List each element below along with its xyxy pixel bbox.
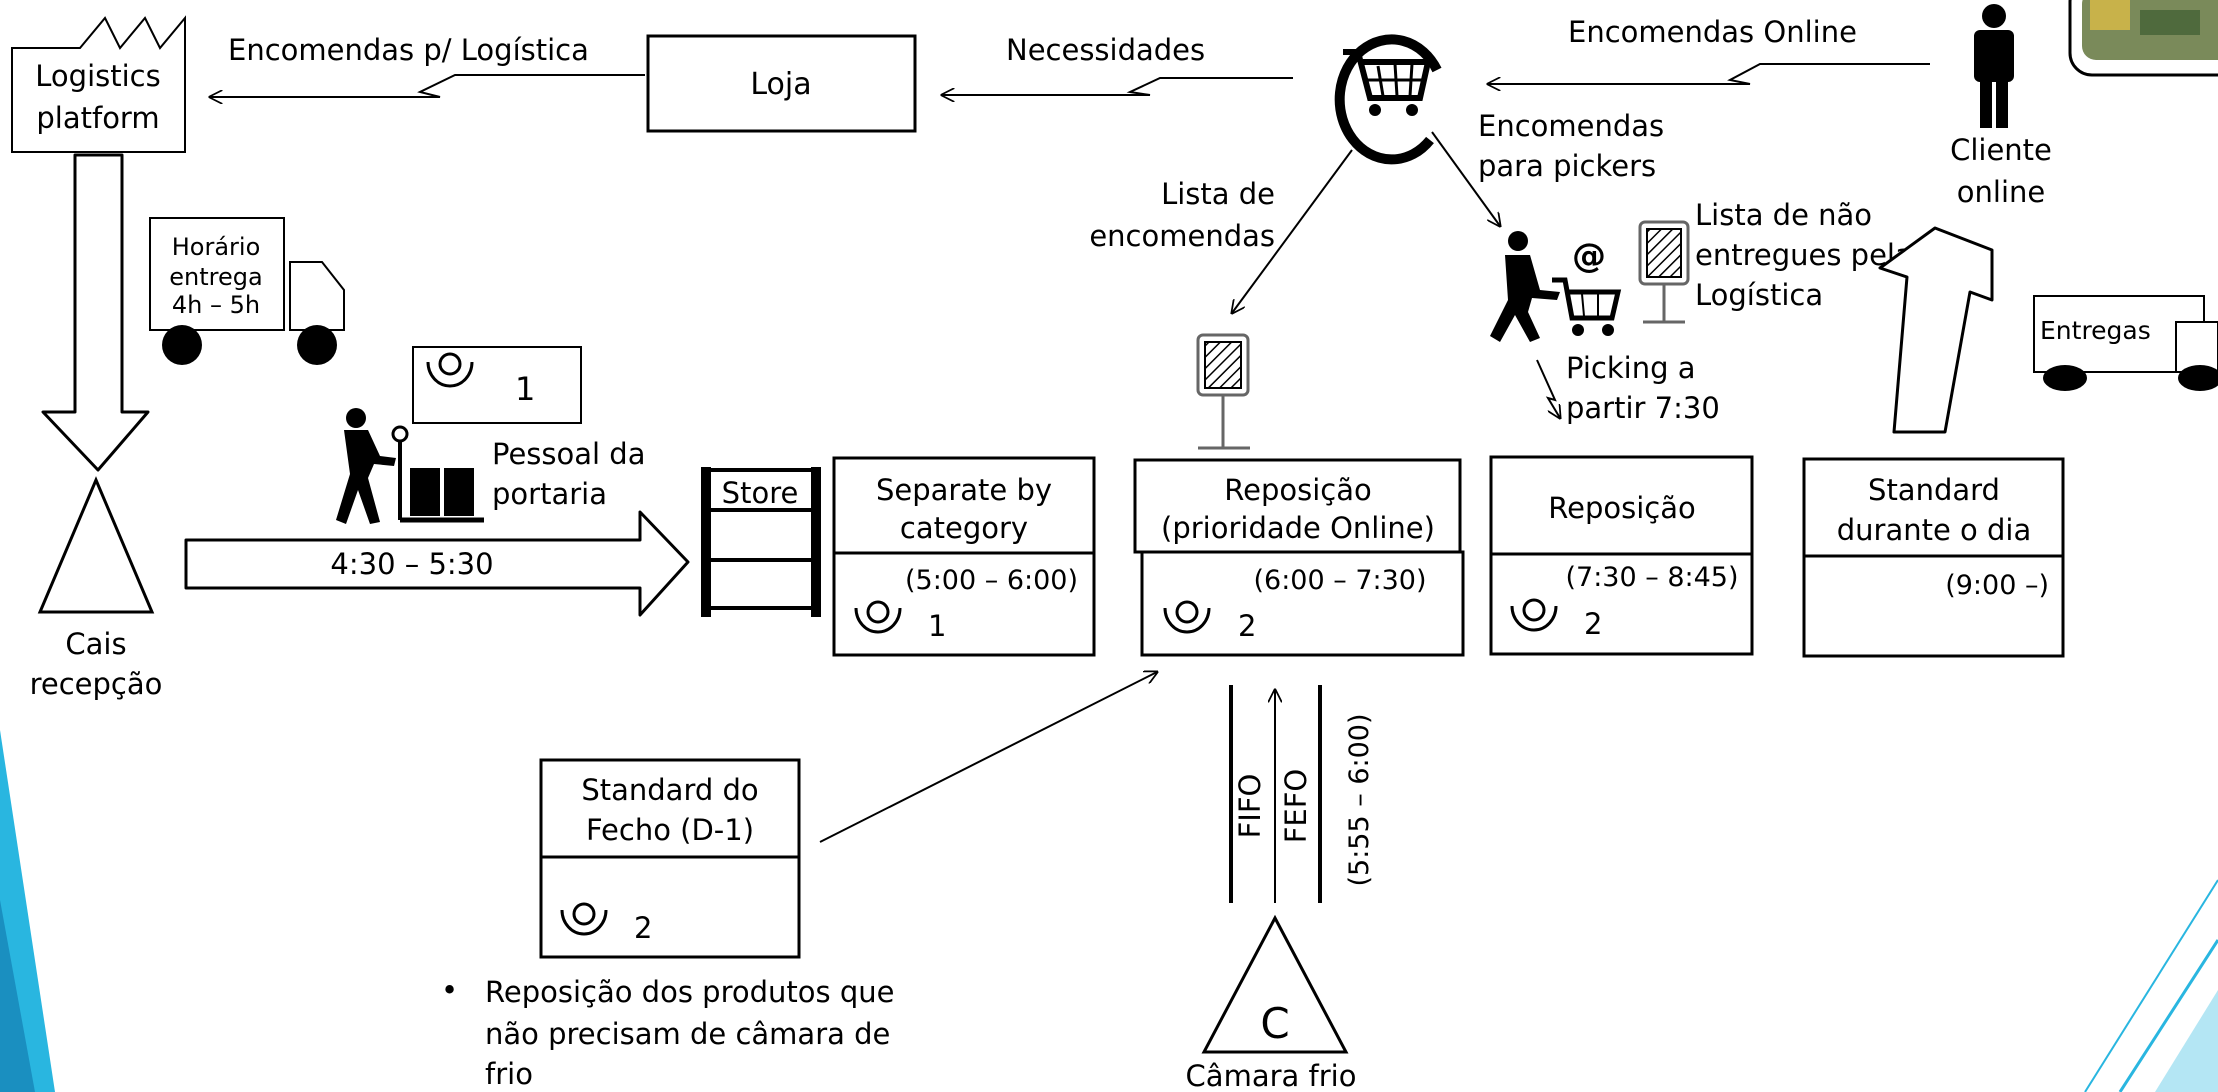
loja-label: Loja [750, 67, 811, 102]
fefo-label: FEFO [1279, 769, 1313, 844]
horario-label-2: entrega [169, 263, 262, 291]
separate-operators: 1 [928, 609, 946, 643]
truck-icon-entregas [2033, 295, 2218, 391]
camara-frio-triangle [1201, 914, 1349, 1054]
arrow-lista-encomendas [1232, 149, 1353, 313]
horario-label-3: 4h – 5h [172, 291, 260, 319]
logistics-platform-label: Logistics [35, 59, 160, 93]
operator-box [412, 346, 582, 424]
dock-time-label: 4:30 – 5:30 [330, 547, 493, 581]
loja-box [646, 34, 917, 133]
standard-dia-time: (9:00 –) [1945, 570, 2049, 601]
info-arrow-encomendas-online [1488, 63, 1930, 84]
operator-icon [426, 352, 474, 388]
camara-letter: C [1260, 999, 1289, 1048]
store-shelf-icon [700, 467, 822, 617]
lista-nao-entregues-label: Lista de não [1695, 198, 1872, 232]
encomendas-logistica-label: Encomendas p/ Logística [228, 33, 589, 67]
reposicao-time: (7:30 – 8:45) [1566, 562, 1739, 593]
reposicao-online-title-2: (prioridade Online) [1161, 511, 1435, 545]
cliente-online-label: Cliente [1950, 133, 2052, 167]
info-arrow-encomendas-logistica [210, 74, 645, 97]
pessoal-label: Pessoal da [492, 437, 645, 471]
store-label: Store [722, 476, 799, 510]
bullet-note-line1: Reposição dos produtos que [485, 975, 894, 1009]
shipment-arrow-down [41, 153, 150, 472]
reposicao-online-title: Reposição [1224, 473, 1371, 507]
lista-encomendas-label: Lista de [1161, 177, 1275, 211]
arrow-fecho-to-reposicao [819, 672, 1157, 843]
pessoal-label-2: portaria [492, 477, 607, 511]
cold-time-label: (5:55 – 6:00) [1344, 714, 1375, 887]
clipboard-icon [1196, 333, 1250, 450]
right-accent-decoration [2084, 879, 2218, 1092]
standard-dia-title: Standard [1868, 473, 2000, 507]
truck-icon [149, 217, 345, 365]
online-cart-icon [1334, 34, 1442, 165]
process-box-reposicao [1489, 455, 1754, 656]
photo-thumbnail [2068, 0, 2218, 77]
separate-title-2: category [900, 511, 1028, 545]
cais-inventory-triangle [37, 476, 155, 614]
reposicao-title: Reposição [1548, 491, 1695, 525]
picker-cart-icon: @ [1490, 231, 1622, 342]
separate-title: Separate by [876, 473, 1052, 507]
arrow-to-pickers [1431, 131, 1500, 226]
process-box-separate [832, 456, 1096, 657]
camara-frio-label: Câmara frio [1186, 1059, 1357, 1092]
inbound-arrow-right [184, 510, 690, 617]
factory-icon: Logistics platform [11, 15, 186, 153]
cais-label-2: recepção [30, 667, 163, 701]
left-accent-decoration [0, 730, 55, 1092]
separate-time: (5:00 – 6:00) [905, 565, 1078, 596]
reposicao-online-operators: 2 [1238, 609, 1256, 643]
operator-count: 1 [515, 370, 535, 408]
clipboard-icon-2 [1638, 220, 1690, 324]
lista-encomendas-label-2: encomendas [1089, 219, 1275, 253]
process-box-standard-dia [1802, 457, 2065, 658]
standard-fecho-operators: 2 [634, 911, 652, 945]
necessidades-label: Necessidades [1006, 33, 1205, 67]
encomendas-pickers-label: Encomendas [1478, 109, 1664, 143]
cais-label: Cais [65, 627, 126, 661]
bullet-note-line2: não precisam de câmara de [485, 1017, 890, 1051]
standard-fecho-title: Standard do [581, 773, 758, 807]
reposicao-online-time: (6:00 – 7:30) [1254, 565, 1427, 596]
standard-fecho-title-2: Fecho (D-1) [586, 813, 754, 847]
logistics-platform-label-2: platform [36, 101, 159, 135]
fifo-lane [1229, 685, 1322, 903]
encomendas-pickers-label-2: para pickers [1478, 149, 1656, 183]
info-arrow-necessidades [942, 77, 1293, 95]
fifo-label: FIFO [1233, 774, 1267, 839]
process-box-standard-fecho [539, 758, 801, 959]
bullet-dot: • [441, 973, 458, 1007]
picking-lightning-arrow [1536, 359, 1560, 418]
reposicao-operators: 2 [1584, 607, 1602, 641]
svg-text:@: @ [1572, 236, 1606, 276]
bullet-note-line3: frio [485, 1057, 533, 1091]
standard-dia-title-2: durante o dia [1837, 513, 2032, 547]
person-icon [1974, 4, 2014, 128]
picking-label: Picking a [1566, 351, 1695, 385]
picking-label-2: partir 7:30 [1566, 391, 1720, 425]
lista-nao-entregues-label-2: entregues pela [1695, 238, 1913, 272]
process-box-reposicao-online [1133, 458, 1465, 657]
encomendas-online-label: Encomendas Online [1568, 15, 1857, 49]
delivery-push-arrow-up [1878, 226, 1994, 434]
lista-nao-entregues-label-3: Logística [1695, 278, 1823, 312]
horario-label: Horário [172, 233, 261, 261]
worker-pallet-icon [336, 408, 484, 524]
entregas-label: Entregas [2040, 316, 2151, 345]
cliente-online-label-2: online [1957, 175, 2045, 209]
